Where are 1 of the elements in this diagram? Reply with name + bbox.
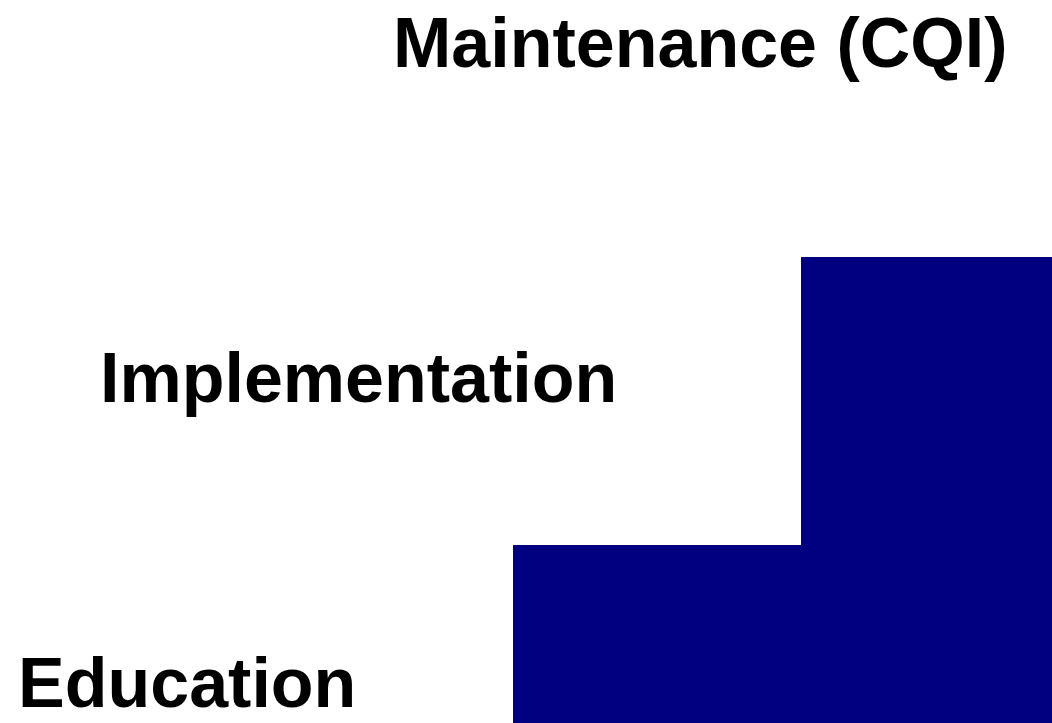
stage-label: Education [18,648,357,718]
